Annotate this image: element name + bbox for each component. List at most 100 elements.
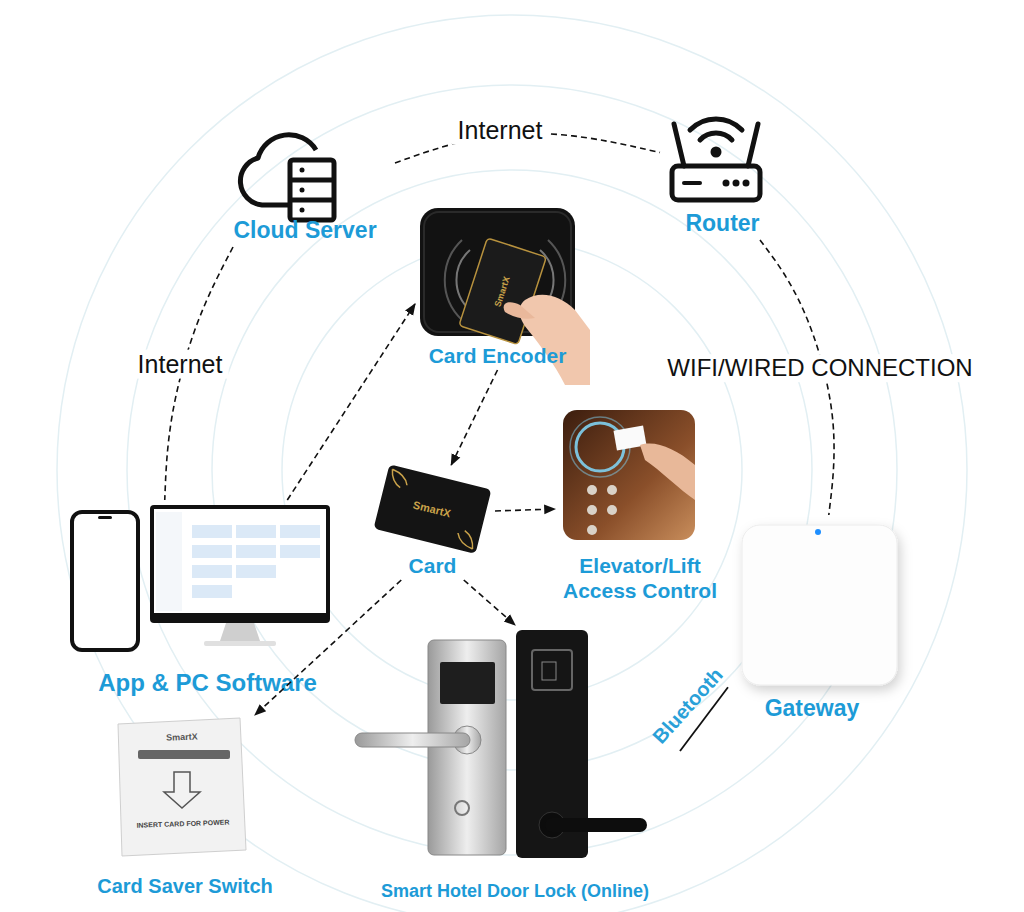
connector-label: WIFI/WIRED CONNECTION (661, 354, 978, 382)
phone-and-monitor (280, 545, 320, 558)
connector-label: Internet (132, 350, 229, 379)
door-locks (545, 818, 647, 832)
node-label: Card Saver Switch (97, 874, 273, 900)
phone-and-monitor (220, 623, 260, 641)
brand-print: SmartX (412, 498, 452, 519)
elevator-reader-photo (563, 410, 695, 540)
door-locks (455, 801, 469, 815)
connector (451, 370, 497, 465)
connector (255, 580, 401, 715)
key-card (374, 464, 492, 553)
cloud-server-icon (240, 135, 334, 220)
phone-and-monitor (150, 505, 330, 623)
phone-and-monitor (192, 585, 232, 598)
elevator-reader-photo (607, 485, 617, 495)
door-locks (355, 630, 647, 858)
door-locks (542, 662, 556, 680)
elevator-reader-photo (607, 505, 617, 515)
door-locks (355, 733, 470, 747)
phone-and-monitor (192, 545, 232, 558)
card-saver-switch (138, 750, 230, 759)
labeled-icon-node: Smart Hotel Door Lock (Online) (350, 625, 680, 905)
router-icon (684, 181, 700, 185)
elevator-reader-photo (587, 525, 597, 535)
gateway-device (815, 529, 821, 535)
phone-and-monitor (236, 525, 276, 538)
cloud-server-icon (300, 208, 305, 213)
elevator-reader-photo (587, 505, 597, 515)
phone-and-monitor (72, 512, 138, 650)
phone-and-monitor (72, 505, 330, 650)
door-locks (532, 650, 572, 690)
gateway-device (742, 525, 897, 685)
connector-label: Bluetooth (648, 664, 728, 749)
background-rings (127, 85, 897, 855)
router-icon (748, 124, 758, 166)
card-saver-switch (118, 718, 246, 856)
labeled-icon-node: Card Encoder (415, 205, 580, 370)
node-label: Elevator/Lift Access Control (555, 553, 725, 605)
connector (495, 509, 555, 511)
router-icon (674, 124, 684, 166)
background-rings (57, 15, 967, 912)
router-icon (723, 180, 730, 187)
labeled-icon-node: App & PC Software (65, 500, 350, 700)
node-label: Smart Hotel Door Lock (Online) (381, 881, 649, 905)
labeled-icon-node: Card (370, 465, 495, 580)
cloud-server-icon (300, 188, 305, 193)
labeled-icon-node: Card Saver Switch (85, 715, 285, 900)
card-saver-switch (164, 772, 200, 808)
card-encoder-device (504, 302, 535, 318)
node-label: Gateway (765, 695, 860, 725)
key-card (455, 529, 476, 549)
card-encoder-device (519, 295, 590, 385)
cloud-server-icon (290, 178, 334, 183)
phone-and-monitor (236, 545, 276, 558)
router-icon (672, 166, 760, 200)
node-label: Cloud Server (233, 217, 376, 247)
connectors (165, 134, 834, 751)
elevator-reader-photo (640, 444, 695, 500)
connector-label: Internet (452, 116, 549, 145)
elevator-reader-photo (563, 410, 695, 540)
card-saver-switch (118, 718, 246, 856)
labeled-icon-node: Router (660, 115, 785, 240)
phone-and-monitor (192, 565, 232, 578)
labeled-icon-node: Elevator/Lift Access Control (555, 405, 725, 605)
brand-print: SmartX (493, 275, 512, 308)
card-encoder-device (445, 240, 462, 320)
door-locks (440, 662, 495, 704)
background-rings (282, 240, 742, 700)
phone-and-monitor (154, 509, 326, 613)
phone-and-monitor (236, 565, 276, 578)
node-label: App & PC Software (98, 669, 317, 700)
node-label: Card (409, 553, 457, 580)
key-card (374, 464, 492, 553)
phone-and-monitor (280, 525, 320, 538)
router-icon (743, 180, 750, 187)
elevator-reader-photo (587, 485, 597, 495)
cloud-server-icon (290, 198, 334, 203)
node-label: Card Encoder (429, 343, 567, 370)
brand-print: SmartX (166, 733, 198, 744)
router-icon (713, 149, 719, 155)
gateway-device (742, 525, 897, 685)
card-encoder-device (420, 208, 590, 385)
router-icon (733, 180, 740, 187)
node-label: Router (685, 210, 759, 240)
phone-and-monitor (192, 525, 232, 538)
cloud-server-icon (290, 160, 334, 220)
router-icon (700, 133, 732, 140)
router-icon (672, 119, 760, 200)
key-card (389, 469, 410, 489)
labeled-icon-node: Cloud Server (215, 135, 395, 247)
connector (464, 580, 515, 625)
background-rings (57, 15, 967, 912)
phone-and-monitor (156, 512, 182, 611)
cloud-server-icon (300, 168, 305, 173)
phone-and-monitor (98, 516, 112, 519)
router-icon (690, 119, 742, 130)
